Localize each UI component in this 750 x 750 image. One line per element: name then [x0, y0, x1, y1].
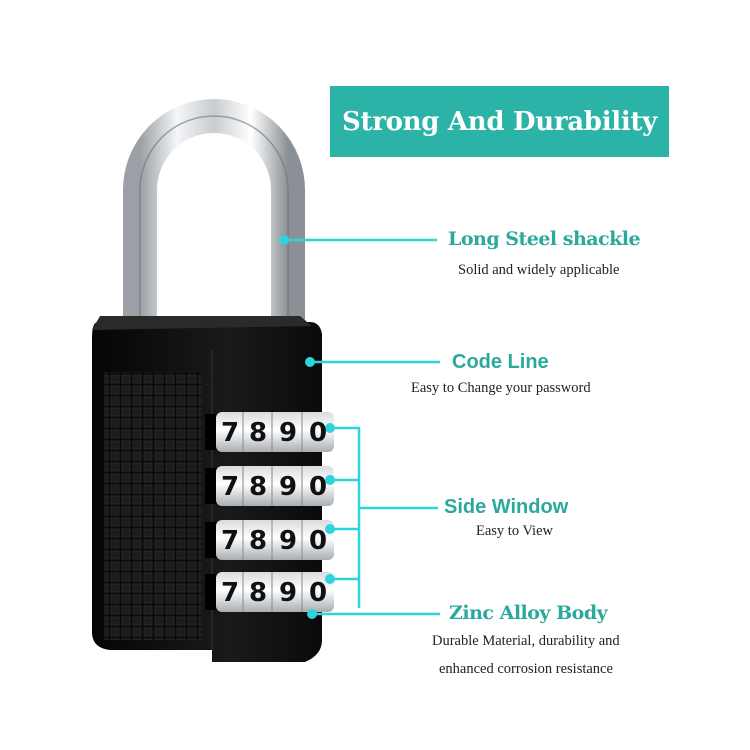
dial-digit: 7 — [221, 578, 240, 608]
feature-title-zinc-alloy-body: Zinc Alloy Body — [449, 602, 608, 624]
feature-title: Long Steel shackle — [448, 228, 641, 250]
dial-digit: 9 — [279, 526, 298, 556]
callout-lines — [279, 235, 440, 619]
dial-digit: 7 — [221, 418, 240, 448]
dial-digit: 7 — [221, 472, 240, 502]
steel-shackle — [123, 99, 305, 330]
combination-dials — [205, 412, 334, 612]
dial-digit: 8 — [249, 526, 268, 556]
feature-description: Solid and widely applicable — [458, 262, 620, 278]
dial-digit: 0 — [309, 418, 328, 448]
feature-description-line-1: Durable Material, durability and — [432, 633, 620, 649]
title-banner: Strong And Durability — [330, 86, 669, 157]
dial-digit: 9 — [279, 418, 298, 448]
feature-description-line-2: enhanced corrosion resistance — [439, 661, 613, 677]
dial-digit: 7 — [221, 526, 240, 556]
feature-title-code-line: Code Line — [452, 351, 549, 373]
dial-digit: 9 — [279, 472, 298, 502]
dial-digit: 8 — [249, 418, 268, 448]
dial-digit: 0 — [309, 578, 328, 608]
dial-digit: 8 — [249, 578, 268, 608]
dial-digit: 8 — [249, 472, 268, 502]
dial-digit: 0 — [309, 472, 328, 502]
feature-description: Easy to Change your password — [411, 380, 591, 396]
banner-title: Strong And Durability — [342, 106, 657, 137]
feature-long-steel-shackle: Long Steel shackle — [448, 228, 641, 250]
dial-digit: 0 — [309, 526, 328, 556]
feature-description: Easy to View — [476, 523, 553, 539]
feature-title-side-window: Side Window — [444, 496, 569, 518]
dial-digit: 9 — [279, 578, 298, 608]
